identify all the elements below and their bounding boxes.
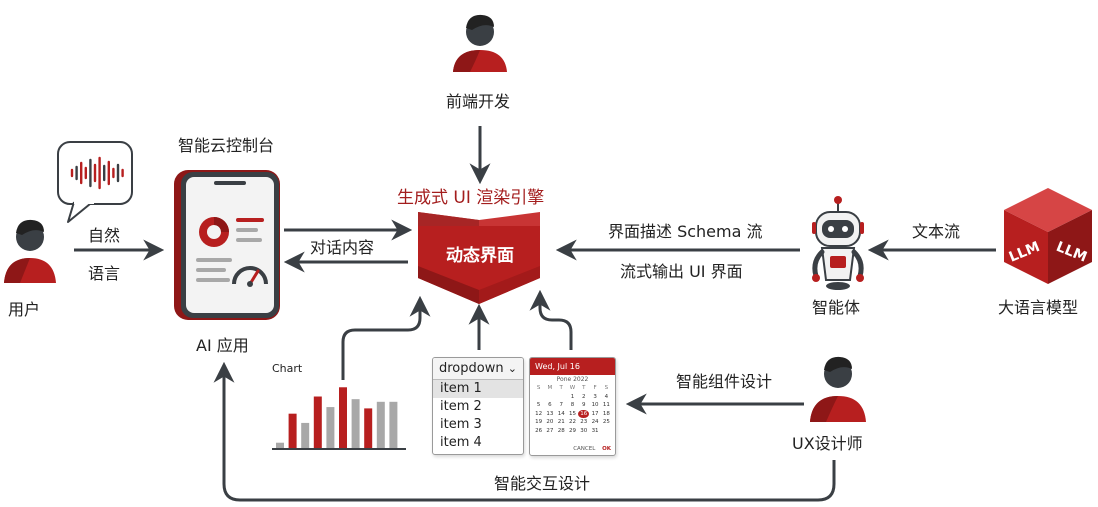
dialog-content-label: 对话内容 [310,238,375,257]
smart-interaction-design-label: 智能交互设计 [494,474,591,493]
user-avatar-icon [4,219,56,283]
calendar-weekday: T [582,385,586,391]
calendar-day[interactable]: 21 [557,419,565,426]
ai-app-label: AI 应用 [196,336,249,355]
speech-bubble-icon [57,141,133,223]
chart-widget-bar [339,387,347,448]
calendar-day[interactable]: 10 [591,402,599,409]
calendar-day[interactable]: 30 [580,427,588,434]
calendar-weekday: M [547,385,553,391]
phone-icon [174,170,280,320]
calendar-day[interactable]: 4 [604,393,609,400]
chart-widget-label: Chart [272,362,303,375]
chevron-down-icon: ⌄ [507,362,517,375]
calendar-day [556,393,567,402]
arrow-chart-to-dynamic-ui [341,295,431,380]
calendar-day[interactable]: 20 [546,419,554,426]
calendar-day[interactable]: 15 [568,410,576,417]
calendar-day[interactable]: 6 [548,402,552,409]
render-engine-title: 生成式 UI 渲染引擎 [397,188,545,208]
calendar-weekday: F [593,385,597,391]
calendar-day [533,393,544,402]
user-label: 用户 [8,300,41,319]
dropdown-header-label: dropdown [439,361,504,376]
chart-widget-bar [288,413,297,448]
calendar-day [601,427,612,436]
chart-widget-bar [389,401,398,448]
robot-agent-icon [812,196,864,290]
arrow-calendar-to-dynamic-ui [529,289,573,350]
dropdown-item[interactable]: item 2 [440,399,482,414]
calendar-day [544,393,555,402]
frontend-dev-avatar-icon [453,14,507,72]
calendar-weekday: S [536,385,541,391]
calendar-day[interactable]: 28 [557,427,565,434]
calendar-day[interactable]: 19 [535,419,543,426]
calendar-day[interactable]: 17 [591,410,599,417]
calendar-day[interactable]: 16 [578,409,590,419]
ux-designer-label: UX设计师 [792,434,863,453]
calendar-day[interactable]: 14 [557,410,565,417]
chart-widget-bar [364,408,373,448]
calendar-day[interactable]: 7 [559,402,563,409]
calendar-day[interactable]: 22 [568,419,576,426]
frontend-dev-label: 前端开发 [446,92,511,111]
chart-widget-bar [276,442,284,448]
dynamic-ui-node [418,212,540,304]
smart-component-design-label: 智能组件设计 [676,372,773,391]
dropdown-item[interactable]: item 3 [440,417,482,432]
dropdown-header[interactable]: dropdown ⌄ [433,358,523,380]
calendar-weekday: W [569,385,576,391]
calendar-month: Pone 2022 [556,376,589,383]
calendar-day[interactable]: 23 [580,419,588,426]
calendar-day[interactable]: 1 [570,393,575,400]
text-stream-label: 文本流 [912,222,961,241]
chart-widget-bar [376,401,385,448]
calendar-weekday: S [604,385,609,391]
natural-language-label-line2: 语言 [88,264,121,283]
calendar-weekday: T [559,385,563,391]
llm-label: 大语言模型 [998,298,1079,317]
calendar-day[interactable]: 12 [535,410,543,417]
calendar-cancel-button[interactable]: CANCEL [573,446,596,452]
calendar-day[interactable]: 8 [570,402,575,409]
chart-widget: Chart [272,362,406,450]
calendar-day[interactable]: 11 [602,402,610,409]
calendar-day[interactable]: 29 [568,427,576,434]
chart-widget-bar [301,422,310,448]
calendar-day[interactable]: 9 [582,402,586,409]
schema-stream-label: 界面描述 Schema 流 [608,222,763,241]
cloud-console-label: 智能云控制台 [178,136,275,155]
calendar-day[interactable]: 27 [546,427,554,434]
stream-output-label: 流式输出 UI 界面 [620,262,743,281]
dropdown-item[interactable]: item 4 [440,435,482,450]
chart-widget-bar [313,396,322,448]
calendar-day[interactable]: 26 [535,427,543,434]
natural-language-label-line1: 自然 [88,226,121,245]
calendar-day[interactable]: 5 [536,402,541,409]
calendar-day[interactable]: 24 [591,419,599,426]
dynamic-ui-label: 动态界面 [446,246,514,266]
agent-label: 智能体 [812,298,861,317]
chart-widget-bar [351,399,360,448]
calendar-day[interactable]: 2 [582,393,586,400]
calendar-day[interactable]: 25 [602,419,610,426]
dropdown-item[interactable]: item 1 [433,380,523,398]
calendar-day[interactable]: 13 [546,410,554,417]
calendar-day[interactable]: 3 [593,393,597,400]
chart-widget-bar [326,407,335,448]
calendar-ok-button[interactable]: OK [602,446,611,452]
calendar-day[interactable]: 31 [591,427,599,434]
calendar-header: Wed, Jul 16 [530,358,615,375]
llm-cube-icon: LLM LLM [1004,188,1092,284]
calendar-day[interactable]: 18 [602,410,610,417]
ux-designer-avatar-icon [810,356,866,422]
arrow-ux-to-ai-app [213,361,836,502]
